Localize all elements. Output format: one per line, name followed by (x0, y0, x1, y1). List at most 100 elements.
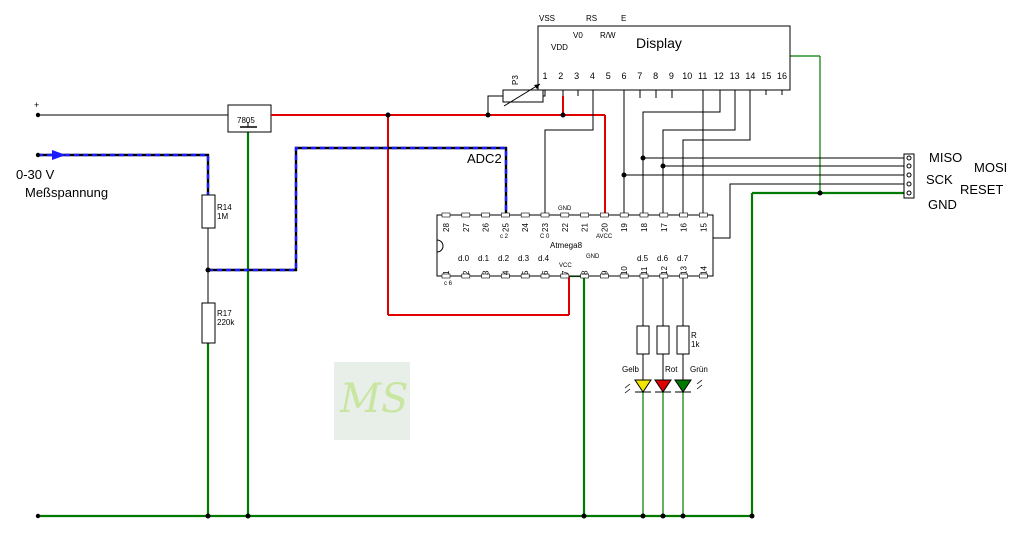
display-pin-16: 16 (777, 71, 787, 81)
mcu-bottom-pad (679, 273, 688, 279)
led-label-rot: Rot (665, 365, 678, 374)
mcu-top-pad (679, 212, 688, 218)
display-pin-1: 1 (543, 71, 548, 81)
led-green-icon (674, 379, 692, 393)
mcu-top-pad (461, 212, 471, 218)
pin-name-v0: V0 (573, 31, 583, 40)
mcu-port-label-7: d.5 (637, 254, 649, 263)
pin-name-vdd: VDD (551, 43, 568, 52)
display-pin-8: 8 (653, 71, 658, 81)
resistor-r17: R17 220k (201, 302, 235, 344)
mcu-top-pad (580, 212, 589, 218)
watermark-logo: MS (334, 362, 410, 440)
mcu-bottom-pin-6: 6 (541, 270, 550, 275)
display-pin-5: 5 (606, 71, 611, 81)
display-pin-13: 13 (730, 71, 740, 81)
potentiometer-p3: P3 (502, 75, 544, 107)
mcu-label-c6: c 6 (444, 281, 453, 287)
mcu-bottom-pin-8: 8 (581, 270, 590, 275)
display-pin-6: 6 (622, 71, 627, 81)
mcu-bottom-pad (600, 273, 609, 279)
supply-plus: + (34, 100, 39, 110)
mcu-bottom-pin-1: 1 (442, 270, 451, 275)
mcu-bottom-pin-9: 9 (600, 270, 609, 275)
isp-mosi: MOSI (974, 160, 1007, 175)
isp-gnd: GND (928, 197, 957, 212)
net-label-adc2: ADC2 (467, 151, 502, 166)
mcu-top-pad (520, 212, 530, 218)
display-pin-9: 9 (669, 71, 674, 81)
mcu-port-label-9: d.7 (677, 254, 689, 263)
mcu-name: Atmega8 (550, 241, 583, 250)
mcu-bottom-pin-5: 5 (521, 270, 530, 275)
mcu-bottom-pad (501, 273, 510, 279)
mcu-top-pin-28: 28 (442, 223, 451, 232)
mcu-bottom-pad (520, 273, 530, 279)
display-pin-7: 7 (637, 71, 642, 81)
isp-sck: SCK (926, 172, 953, 187)
mcu-top-pin-18: 18 (640, 223, 649, 232)
mcu-port-label-1: d.1 (478, 254, 490, 263)
mcu-port-label-5: VCC (559, 263, 572, 269)
mcu-label-avcc: AVCC (596, 234, 613, 240)
mcu-bottom-pin-13: 13 (680, 266, 689, 275)
ground-net (38, 132, 906, 518)
mcu-top-pad (441, 212, 451, 218)
mcu-top-pad (501, 212, 510, 218)
input-arrow-icon (52, 150, 66, 160)
display-pin-3: 3 (574, 71, 579, 81)
mcu-port-label-0: d.0 (458, 254, 470, 263)
mcu-port-label-6: GND (586, 254, 600, 260)
mcu-top-pin-21: 21 (581, 223, 590, 232)
led-yellow-icon (634, 379, 652, 393)
mcu-top-pin-22: 22 (561, 223, 570, 232)
display-pin-10: 10 (682, 71, 692, 81)
mcu-top-pin-15: 15 (699, 223, 708, 232)
mcu-top-pad (699, 212, 708, 218)
mcu-top-pin-24: 24 (521, 223, 530, 232)
mcu-bottom-pin-14: 14 (699, 266, 708, 275)
pot-name: P3 (511, 75, 520, 85)
input-label: Meßspannung (25, 185, 108, 200)
mcu-top-pad (560, 212, 570, 218)
mcu-bottom-pin-3: 3 (482, 270, 491, 275)
watermark-text: MS (339, 376, 408, 422)
pin-name-e: E (621, 14, 626, 23)
rled-name: R (691, 331, 697, 340)
mcu-bottom-pad (540, 273, 550, 279)
isp-reset: RESET (960, 182, 1003, 197)
led-label-gelb: Gelb (622, 365, 639, 374)
mcu-port-label-4: d.4 (538, 254, 550, 263)
mcu-bottom-pad (461, 273, 471, 279)
led-resistors (636, 325, 690, 355)
r14-value: 1M (217, 212, 228, 221)
mcu-bottom-pad (560, 273, 570, 279)
mcu-top-pin-27: 27 (462, 223, 471, 232)
mcu-bottom-pin-11: 11 (640, 266, 649, 275)
mcu-top-pad (619, 212, 629, 218)
mcu-label-c2: c 2 (500, 234, 509, 240)
mcu-label-c0: C 0 (540, 234, 550, 240)
mcu-bottom-pin-10: 10 (620, 266, 629, 275)
mcu-top-pin-23: 23 (541, 223, 550, 232)
mcu-bottom-pad (639, 273, 649, 279)
pin-name-vss: VSS (539, 14, 555, 23)
isp-connector: MISO MOSI SCK RESET GND (903, 150, 1007, 212)
regulator-7805: 7805 (227, 104, 272, 133)
junctions (35, 53, 823, 519)
r17-value: 220k (217, 318, 235, 327)
signal-net (38, 146, 508, 272)
mcu-bottom-pad (481, 273, 490, 279)
display-pin-4: 4 (590, 71, 595, 81)
mcu-port-label-8: d.6 (657, 254, 669, 263)
display-pin-2: 2 (558, 71, 563, 81)
mcu-top-pad (600, 212, 609, 218)
mcu-top-pad (639, 212, 649, 218)
mcu-top-pin-26: 26 (482, 223, 491, 232)
